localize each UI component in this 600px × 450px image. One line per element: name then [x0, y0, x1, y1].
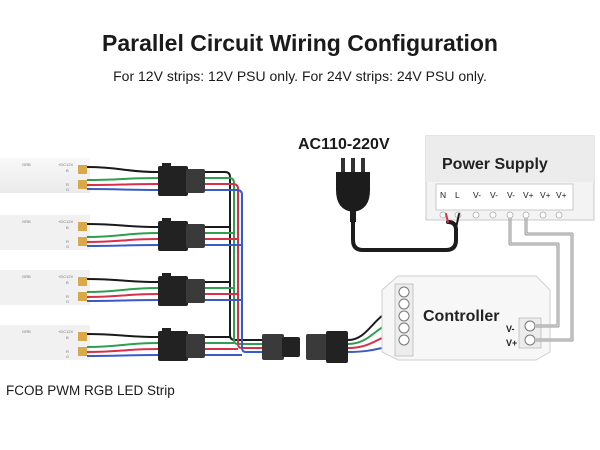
controller-title: Controller [423, 308, 499, 325]
bus-wires [205, 171, 262, 356]
solder-pad [78, 292, 87, 301]
strip-pad-r: R [66, 182, 69, 187]
solder-pad [78, 180, 87, 189]
psu-terminal-vplus-2: V+ [540, 190, 551, 200]
strip-pad-b: B [66, 335, 69, 340]
psu-terminal-vplus-3: V+ [556, 190, 567, 200]
ac-input-label: AC110-220V [298, 136, 390, 153]
psu-terminal-labels: N L V- V- V- V+ V+ V+ [440, 190, 567, 200]
main-connector-pair [262, 331, 348, 363]
solder-pad [78, 332, 87, 341]
controller: Controller V- V+ [381, 275, 551, 361]
led-strip-4: GRB +DC12V B R G [0, 325, 90, 360]
solder-pad [78, 347, 87, 356]
solder-pad [78, 222, 87, 231]
controller-v-plus-label: V+ [506, 338, 517, 348]
strip-pad-g: G [66, 354, 69, 359]
strip-pad-r: R [66, 239, 69, 244]
strip-pad-b: B [66, 168, 69, 173]
strip-pad-grb: GRB [22, 274, 31, 279]
strip-connectors [158, 163, 205, 361]
power-supply-title: Power Supply [442, 156, 548, 173]
strip-wires [86, 166, 159, 357]
controller-terminal-screws [398, 286, 410, 346]
strip-pad-grb: GRB [22, 329, 31, 334]
strip-body [0, 215, 90, 250]
strip-pad-b: B [66, 225, 69, 230]
connector-4 [158, 328, 205, 361]
strip-pad-voltage: +DC12V [58, 162, 74, 167]
strip-pad-grb: GRB [22, 162, 31, 167]
controller-v-minus-label: V- [506, 324, 515, 334]
strip-pad-g: G [66, 244, 69, 249]
strip-pad-r: R [66, 349, 69, 354]
strip-pad-g: G [66, 299, 69, 304]
led-strip-2: GRB +DC12V B R G [0, 215, 90, 250]
strip-pad-g: G [66, 187, 69, 192]
connector-3 [158, 273, 205, 306]
strip-body [0, 325, 90, 360]
strip-pad-b: B [66, 280, 69, 285]
strip-pad-grb: GRB [22, 219, 31, 224]
solder-pad [78, 237, 87, 246]
diagram-title: Parallel Circuit Wiring Configuration [102, 30, 498, 56]
ac-plug [336, 158, 370, 222]
connector-2 [158, 218, 205, 251]
solder-pad [78, 277, 87, 286]
strip-pad-voltage: +DC12V [58, 219, 74, 224]
psu-terminal-vminus-2: V- [490, 190, 498, 200]
psu-terminal-n: N [440, 190, 446, 200]
psu-terminal-vminus-3: V- [507, 190, 515, 200]
psu-terminal-vplus-1: V+ [523, 190, 534, 200]
led-strip-1: GRB +DC12V B R G [0, 158, 90, 193]
psu-terminal-l: L [455, 190, 460, 200]
connector-1 [158, 163, 205, 196]
led-strip-3: GRB +DC12V B R G [0, 270, 90, 305]
solder-pad [78, 165, 87, 174]
strip-body [0, 270, 90, 305]
ac-cable [351, 213, 460, 252]
power-supply: Power Supply N L V- V- V- V+ V+ V+ [425, 135, 595, 221]
psu-terminal-screws [439, 211, 563, 219]
strip-pad-r: R [66, 294, 69, 299]
led-strip-label: FCOB PWM RGB LED Strip [6, 383, 175, 398]
diagram-subtitle: For 12V strips: 12V PSU only. For 24V st… [113, 68, 487, 84]
psu-terminal-vminus-1: V- [473, 190, 481, 200]
strip-pad-voltage: +DC12V [58, 329, 74, 334]
strip-pad-voltage: +DC12V [58, 274, 74, 279]
led-strips: GRB +DC12V B R G GRB +DC12V B R G GRB +D… [0, 158, 90, 360]
